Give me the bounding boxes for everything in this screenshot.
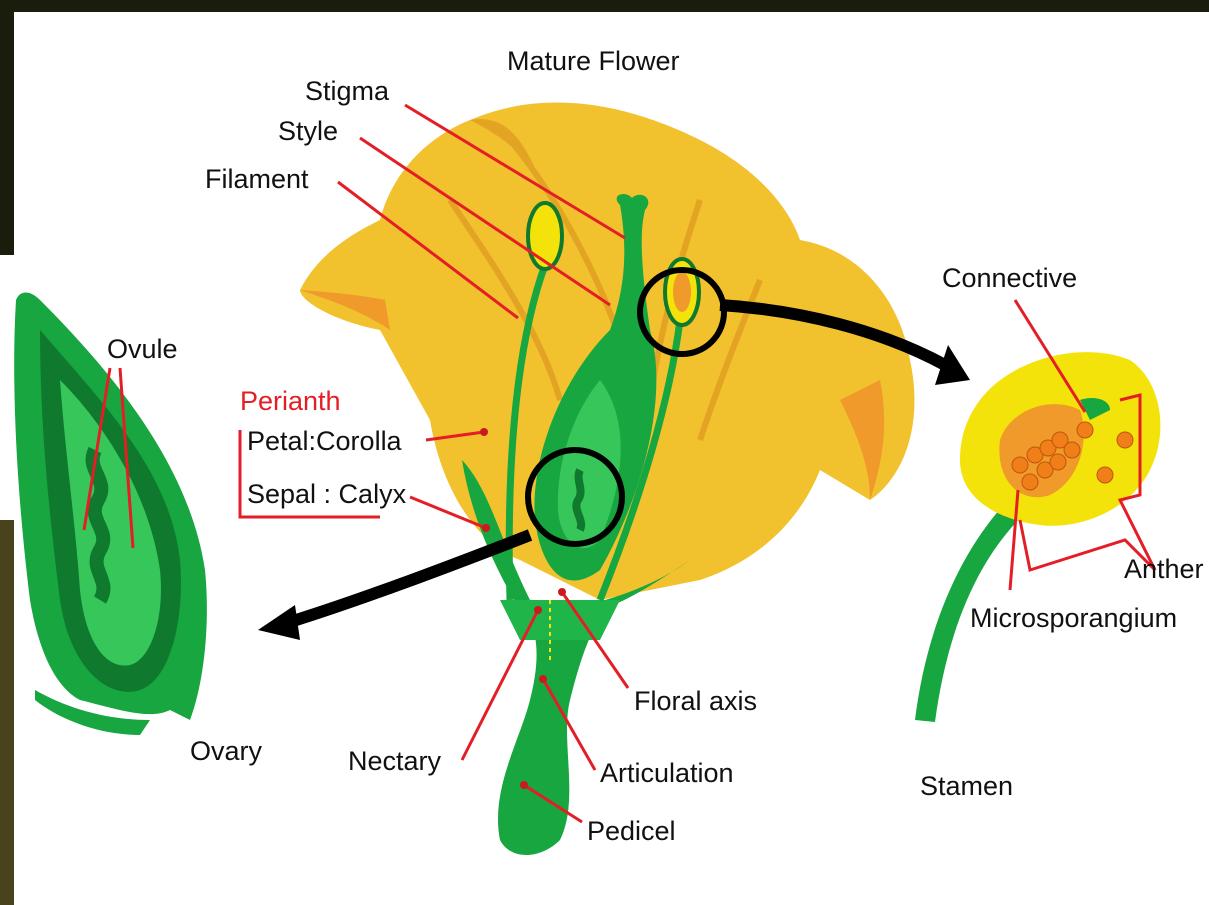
diagram-title: Mature Flower (507, 46, 680, 76)
label-ovary: Ovary (190, 736, 263, 766)
anther-left (528, 203, 562, 269)
label-stamen: Stamen (920, 771, 1013, 801)
label-petal-corolla: Petal:Corolla (247, 426, 403, 456)
label-connective: Connective (942, 263, 1077, 293)
label-ovule: Ovule (107, 334, 178, 364)
label-anther: Anther (1124, 554, 1204, 584)
label-stigma: Stigma (305, 76, 390, 106)
label-style: Style (278, 116, 338, 146)
receptacle (500, 600, 620, 640)
label-floral-axis: Floral axis (634, 686, 757, 716)
label-microsporangium: Microsporangium (970, 603, 1177, 633)
label-nectary: Nectary (348, 746, 442, 776)
ovules-mini (576, 470, 581, 530)
label-articulation: Articulation (600, 758, 734, 788)
label-pedicel: Pedicel (587, 816, 676, 846)
label-filament: Filament (205, 164, 309, 194)
label-perianth: Perianth (240, 386, 341, 416)
anther-right-pollen (673, 272, 691, 312)
label-sepal-calyx: Sepal : Calyx (247, 479, 407, 509)
